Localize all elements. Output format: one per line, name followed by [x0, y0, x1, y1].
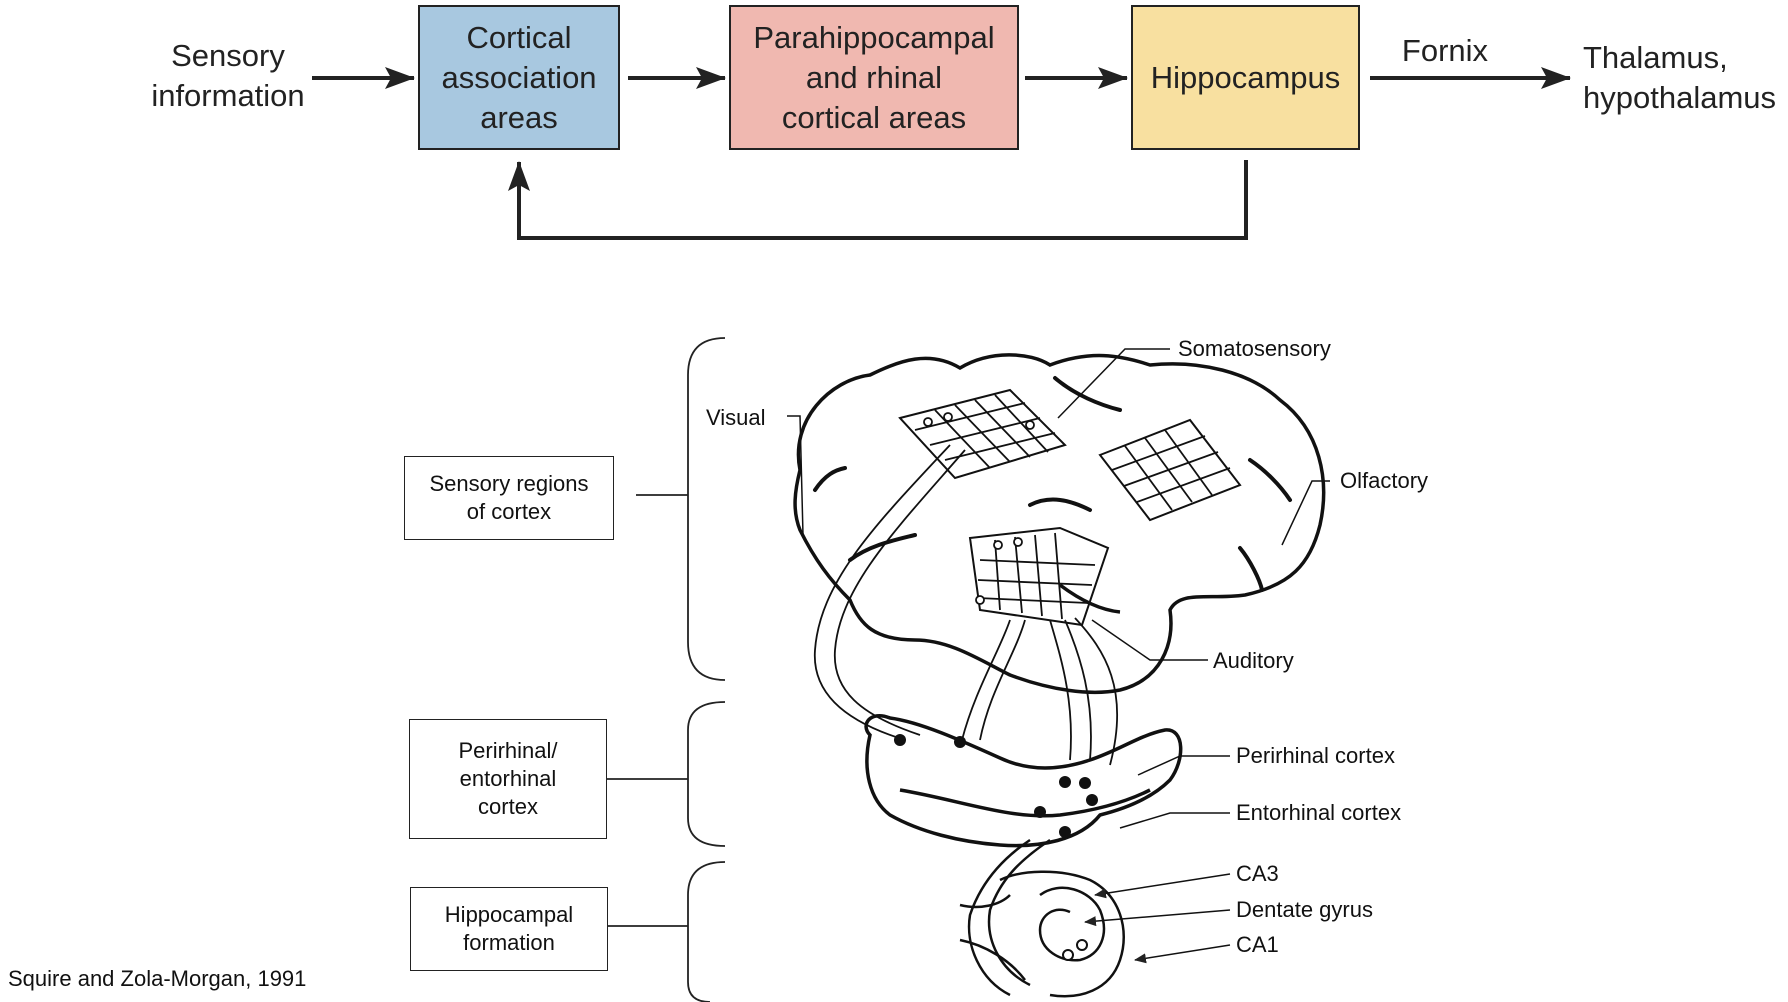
sulci	[813, 376, 1292, 592]
somatosensory-annotation: Somatosensory	[1178, 336, 1331, 361]
brackets	[606, 337, 726, 1002]
parahippocampal-box: Parahippocampal and rhinal cortical area…	[729, 5, 1019, 150]
auditory-annotation: Auditory	[1213, 648, 1294, 673]
fornix-label: Fornix	[1401, 33, 1489, 68]
dentate-gyrus-annotation: Dentate gyrus	[1236, 897, 1373, 922]
ca3-annotation: CA3	[1236, 861, 1279, 886]
feedback-arrow	[508, 160, 1248, 240]
entorhinal-cortex-annotation: Entorhinal cortex	[1236, 800, 1402, 825]
thalamus-hypothalamus-label: Thalamus, hypothalamus	[1583, 40, 1777, 115]
rhinal-region	[864, 714, 1183, 848]
flow-arrows	[312, 67, 1571, 240]
leader-visual	[787, 415, 804, 536]
visual-annotation: Visual	[706, 405, 766, 430]
leader-somatosensory	[1057, 348, 1170, 419]
citation-text: Squire and Zola-Morgan, 1991	[8, 966, 307, 991]
bracket-hippocampal	[687, 861, 726, 1002]
cortical-association-box: Cortical association areas	[418, 5, 620, 150]
leader-perirhinal	[1137, 755, 1230, 776]
leader-entorhinal	[1119, 812, 1230, 829]
sensory-regions-label: Sensory regions of cortex	[404, 456, 614, 540]
perirhinal-entorhinal-label: Perirhinal/ entorhinal cortex	[409, 719, 607, 839]
cortical-grids	[898, 388, 1242, 627]
leader-ca1	[1134, 944, 1231, 964]
hippocampal-neurons	[1062, 939, 1088, 961]
leader-olfactory	[1281, 480, 1330, 546]
leader-ca3	[1094, 873, 1231, 899]
perirhinal-cortex-annotation: Perirhinal cortex	[1236, 743, 1395, 768]
olfactory-annotation: Olfactory	[1340, 468, 1429, 493]
hippocampal-formation-label: Hippocampal formation	[410, 887, 608, 971]
sensory-information-label: Sensory information	[151, 38, 305, 113]
hippocampal-formation	[959, 838, 1125, 998]
rhinal-neurons	[894, 734, 1098, 838]
brain-outline	[793, 353, 1326, 695]
bracket-perirhinal	[687, 701, 726, 847]
bracket-sensory	[687, 337, 726, 681]
ca1-annotation: CA1	[1236, 932, 1279, 957]
leader-dentate	[1084, 909, 1231, 927]
leader-lines	[787, 348, 1330, 964]
hippocampus-box: Hippocampus	[1131, 5, 1360, 150]
fiber-pathways	[813, 444, 1119, 766]
leader-auditory	[1091, 619, 1208, 661]
